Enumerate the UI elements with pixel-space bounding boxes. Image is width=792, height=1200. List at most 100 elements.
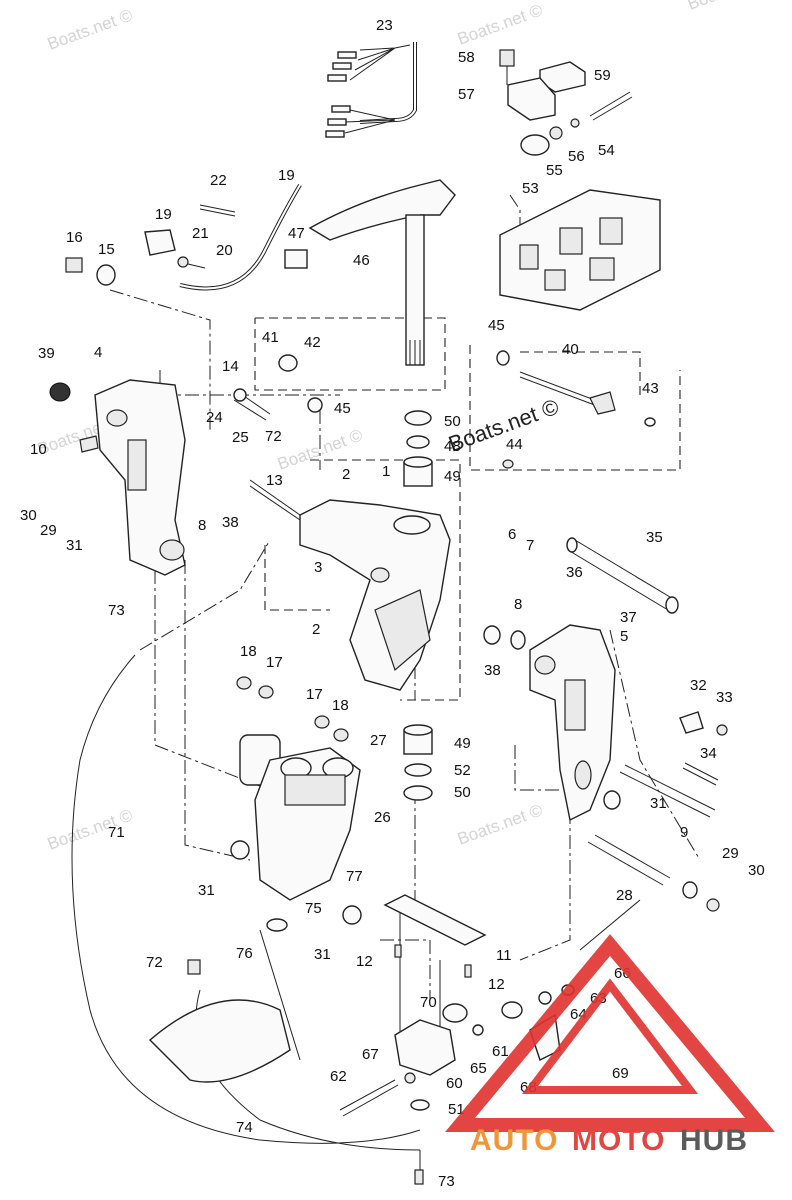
part-label: 71 xyxy=(108,824,125,841)
part-label: 7 xyxy=(526,537,534,554)
part-label: 42 xyxy=(304,334,321,351)
part-label: 34 xyxy=(700,745,717,762)
part-label: 62 xyxy=(330,1068,347,1085)
bushing-53 xyxy=(520,134,550,156)
part-label: 31 xyxy=(314,946,331,963)
connector-terminal xyxy=(327,74,347,82)
bracket-57 xyxy=(507,77,556,121)
part-label: 59 xyxy=(594,67,611,84)
leader-lines xyxy=(109,194,701,1180)
part-label: 73 xyxy=(438,1173,455,1190)
bolt-16 xyxy=(65,257,83,273)
part-label: 15 xyxy=(98,241,115,258)
automotohub-logo: AUTO MOTO HUB xyxy=(445,934,775,1157)
clip-44 xyxy=(502,459,514,469)
lower-bushing-stack xyxy=(403,724,433,801)
part-label: 30 xyxy=(748,862,765,879)
part-label: 8 xyxy=(198,517,206,534)
part-label: 38 xyxy=(484,662,501,679)
washer-15 xyxy=(96,264,116,286)
part-label: 29 xyxy=(40,522,57,539)
pin-14 xyxy=(233,354,323,421)
part-label: 17 xyxy=(306,686,323,703)
part-label: 49 xyxy=(444,468,461,485)
part-label: 60 xyxy=(446,1075,463,1092)
part-label: 21 xyxy=(192,225,209,242)
part-label: 22 xyxy=(210,172,227,189)
part-label: 44 xyxy=(506,436,523,453)
part-label: 67 xyxy=(362,1046,379,1063)
connector-terminal xyxy=(331,105,351,113)
part-label: 16 xyxy=(66,229,83,246)
part-label: 11 xyxy=(496,947,512,964)
part-label: 61 xyxy=(492,1043,509,1060)
pin-43 xyxy=(644,417,656,427)
part-label: 58 xyxy=(458,49,475,66)
part-42 xyxy=(278,354,298,372)
part-label: 2 xyxy=(312,621,320,638)
logo-inner-triangle xyxy=(521,978,699,1094)
logo-text-moto: MOTO xyxy=(572,1124,665,1157)
part-label: 10 xyxy=(30,441,47,458)
swivel-bracket-4 xyxy=(49,379,186,576)
lower-clamp-assembly xyxy=(339,984,575,1185)
part-label: 43 xyxy=(642,380,659,397)
part-label: 28 xyxy=(616,887,633,904)
part-label: 40 xyxy=(562,341,579,358)
transom-plate xyxy=(148,959,291,1083)
part-label: 20 xyxy=(216,242,233,259)
part-label: 19 xyxy=(278,167,295,184)
part-label: 50 xyxy=(444,413,461,430)
part-label: 56 xyxy=(568,148,585,165)
part-label: 30 xyxy=(20,507,37,524)
swivel-housing-1 xyxy=(249,479,451,691)
connector-terminal xyxy=(325,130,345,138)
part-label: 23 xyxy=(376,17,393,34)
cables xyxy=(71,42,421,1151)
part-label: 49 xyxy=(454,735,471,752)
upper-bushing-stack xyxy=(403,410,433,487)
part-label: 39 xyxy=(38,345,55,362)
plate-11 xyxy=(383,894,487,978)
part-label: 77 xyxy=(346,868,363,885)
small-parts-top-left xyxy=(65,204,308,286)
part-label: 19 xyxy=(155,206,172,223)
part-label: 33 xyxy=(716,689,733,706)
part-label: 31 xyxy=(650,795,667,812)
part-label: 9 xyxy=(680,824,688,841)
part-label: 2 xyxy=(342,466,350,483)
part-label: 26 xyxy=(374,809,391,826)
watermark-center: Boats.net © xyxy=(445,394,562,457)
rod-9 xyxy=(603,764,716,818)
part-label: 70 xyxy=(420,994,437,1011)
part-label: 13 xyxy=(266,472,283,489)
part-label: 38 xyxy=(222,514,239,531)
part-label: 12 xyxy=(356,953,373,970)
clamp-19 xyxy=(144,229,176,256)
part-label: 50 xyxy=(454,784,471,801)
trim-tilt-unit-26 xyxy=(230,676,362,932)
logo-text-auto: AUTO xyxy=(470,1124,558,1157)
part-label: 75 xyxy=(305,900,322,917)
part-label: 73 xyxy=(108,602,125,619)
part-label: 3 xyxy=(314,559,322,576)
part-label: 55 xyxy=(546,162,563,179)
rod-28 xyxy=(587,834,720,912)
steering-arm xyxy=(308,179,456,241)
part-label: 47 xyxy=(288,225,305,242)
nut-30 xyxy=(706,898,720,912)
part-label: 31 xyxy=(198,882,215,899)
engine-mount-frame xyxy=(499,189,661,311)
bracket-group-53-59 xyxy=(499,49,633,156)
part-label: 76 xyxy=(236,945,253,962)
part-label: 74 xyxy=(236,1119,253,1136)
part-label: 53 xyxy=(522,180,539,197)
washer-29 xyxy=(682,881,698,899)
part-label: 36 xyxy=(566,564,583,581)
part-label: 12 xyxy=(488,976,505,993)
part-label: 18 xyxy=(240,643,257,660)
part-label: 17 xyxy=(266,654,283,671)
watermark: Boats.net © xyxy=(45,5,136,53)
logo-text-hub: HUB xyxy=(680,1124,748,1157)
